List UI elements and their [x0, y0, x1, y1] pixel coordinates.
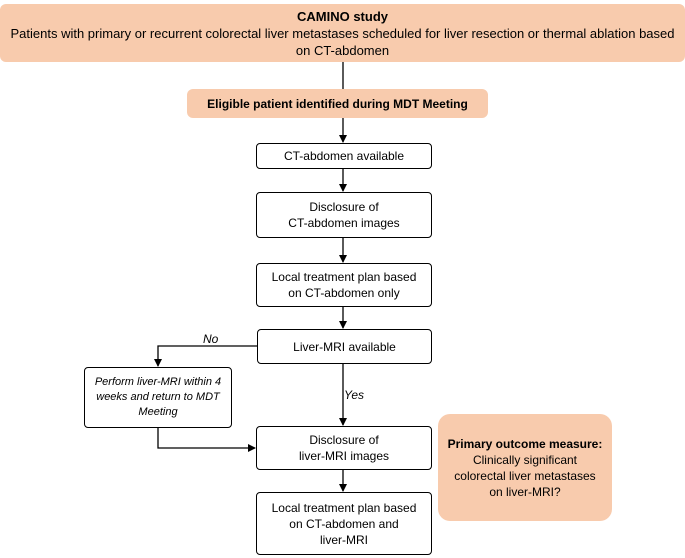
ct-available-text: CT-abdomen available	[283, 149, 405, 163]
study-description-line1: Patients with primary or recurrent color…	[10, 25, 675, 41]
mri-available-box: Liver-MRI available	[257, 329, 432, 364]
primary-outcome-line1: Clinically significant	[472, 452, 578, 467]
disclosure-mri-line1: Disclosure of	[309, 433, 379, 447]
arrow-mri-no	[154, 345, 257, 367]
plan-mri-box: Local treatment plan based on CT-abdomen…	[256, 492, 432, 555]
plan-mri-line3: liver-MRI	[320, 532, 368, 547]
perform-mri-line1: Perform liver-MRI within 4	[94, 376, 222, 388]
plan-mri-line1: Local treatment plan based	[271, 500, 417, 515]
primary-outcome-box: Primary outcome measure: Clinically sign…	[438, 414, 612, 521]
perform-mri-line3: Meeting	[138, 406, 178, 418]
plan-ct-box: Local treatment plan based on CT-abdomen…	[256, 263, 432, 307]
ct-available-box: CT-abdomen available	[256, 143, 432, 169]
mri-available-text: Liver-MRI available	[293, 339, 396, 354]
yes-label: Yes	[344, 388, 365, 402]
study-description-line2: on CT-abdomen	[295, 42, 390, 58]
primary-outcome-title: Primary outcome measure:	[447, 436, 603, 451]
arrow-perform-return	[157, 428, 256, 452]
no-label: No	[203, 332, 219, 346]
plan-ct-line1: Local treatment plan based	[271, 270, 417, 284]
disclosure-ct-box: Disclosure of CT-abdomen images	[256, 192, 432, 238]
perform-mri-box: Perform liver-MRI within 4 weeks and ret…	[84, 367, 232, 428]
disclosure-ct-line2: CT-abdomen images	[288, 216, 400, 230]
plan-mri-line2: on CT-abdomen and	[289, 516, 399, 531]
perform-mri-line2: weeks and return to MDT	[96, 391, 220, 403]
study-title: CAMINO study	[297, 8, 388, 24]
disclosure-mri-box: Disclosure of liver-MRI images	[256, 426, 432, 470]
disclosure-mri-line2: liver-MRI images	[298, 449, 389, 463]
eligible-patient-text: Eligible patient identified during MDT M…	[207, 96, 468, 111]
plan-ct-line2: on CT-abdomen only	[288, 286, 400, 300]
primary-outcome-line2: colorectal liver metastases	[454, 468, 596, 483]
primary-outcome-line3: on liver-MRI?	[489, 484, 561, 499]
eligible-patient-box: Eligible patient identified during MDT M…	[187, 89, 488, 118]
disclosure-ct-line1: Disclosure of	[309, 200, 379, 214]
study-header-box: CAMINO study Patients with primary or re…	[0, 4, 685, 62]
